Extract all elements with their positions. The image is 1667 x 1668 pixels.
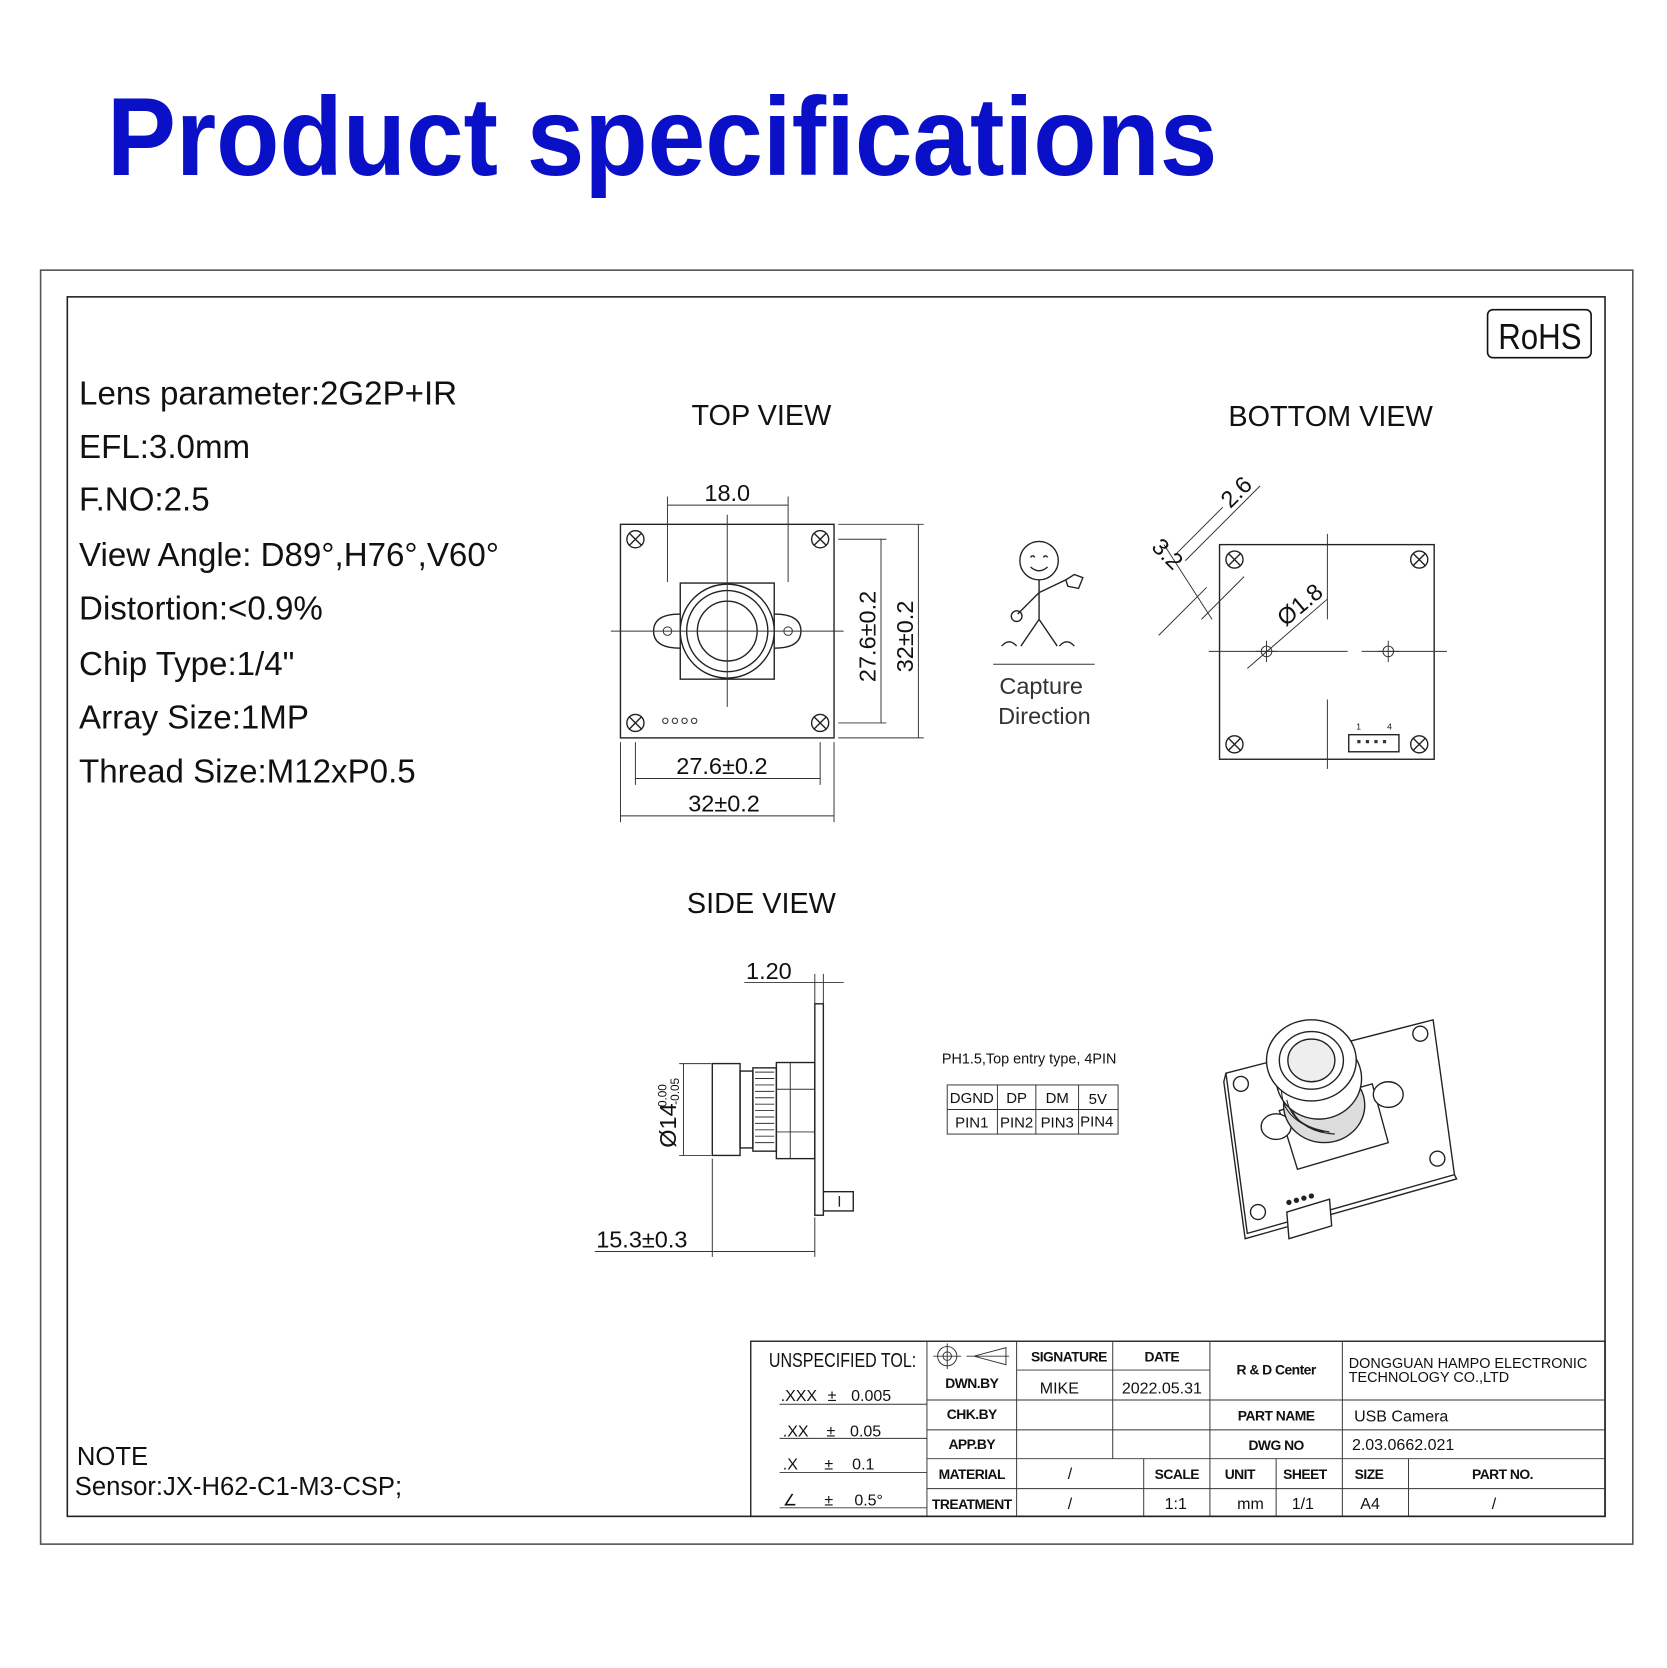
bottom-view-label: BOTTOM VIEW	[1228, 401, 1433, 433]
rohs-badge: RoHS	[1486, 308, 1592, 359]
tol-pm: ±	[824, 1456, 833, 1473]
scale-value: 1:1	[1165, 1496, 1187, 1513]
chk-by-label: CHK.BY	[947, 1406, 998, 1422]
outer-frame	[39, 269, 1634, 1545]
dim-pcb-thickness: 1.20	[746, 958, 792, 984]
unit-value: mm	[1237, 1496, 1264, 1513]
spec-item: Chip Type:1/4"	[79, 646, 294, 683]
dwg-no-label: DWG NO	[1248, 1437, 1304, 1453]
dim-lens-diameter: Ø14	[655, 1103, 681, 1147]
dim-outer-horizontal: 32±0.2	[688, 791, 760, 817]
treatment-label: TREATMENT	[932, 1496, 1013, 1512]
top-view: TOP VIEW 18.0 27.6±0.2 32±0.2 27.6±0.2 3…	[610, 400, 924, 823]
company-name-line-2: TECHNOLOGY CO.,LTD	[1349, 1370, 1509, 1386]
mounting-hole-icon	[626, 530, 830, 733]
part-name-label: PART NAME	[1238, 1407, 1315, 1423]
part-no-label: PART NO.	[1472, 1466, 1533, 1482]
dim-length: 15.3±0.3	[596, 1226, 687, 1252]
date-header: DATE	[1145, 1349, 1180, 1365]
tol-pm: ±	[828, 1388, 837, 1405]
tol-value: 0.05	[850, 1423, 881, 1440]
top-view-label: TOP VIEW	[691, 400, 832, 432]
rohs-label: RoHS	[1498, 316, 1581, 357]
dim-inner-horizontal: 27.6±0.2	[676, 753, 767, 779]
side-view: SIDE VIEW 1.20 Ø14 0.00 -0.05 15.3±0.3	[594, 888, 854, 1257]
dim-outer-vertical: 32±0.2	[892, 601, 918, 673]
side-view-label: SIDE VIEW	[687, 888, 837, 920]
tolerance-title: UNSPECIFIED TOL:	[769, 1350, 916, 1372]
bottom-view: BOTTOM VIEW Ø1.8 2.6 3.2 1 4	[1147, 401, 1447, 769]
size-value: A4	[1360, 1496, 1380, 1513]
tol-key: .XXX	[781, 1388, 818, 1405]
treatment-value: /	[1068, 1496, 1073, 1513]
pin1-marker: 1	[1356, 721, 1361, 731]
tol-key: .XX	[783, 1423, 809, 1440]
tol-value: 0.005	[851, 1388, 891, 1405]
scale-label: SCALE	[1155, 1466, 1200, 1482]
signal-cell: DM	[1046, 1090, 1069, 1107]
part-no-value: /	[1492, 1496, 1497, 1513]
connector-pinout: PH1.5,Top entry type, 4PIN DGND DP DM 5V…	[942, 1052, 1119, 1135]
unit-label: UNIT	[1225, 1466, 1256, 1482]
pin-cell: PIN1	[955, 1115, 988, 1132]
mounting-hole-icon	[1225, 550, 1429, 754]
tol-key: .X	[783, 1456, 798, 1473]
signal-cell: DP	[1006, 1090, 1027, 1107]
material-label: MATERIAL	[939, 1466, 1006, 1482]
spec-list: Lens parameter:2G2P+IR EFL:3.0mm F.NO:2.…	[79, 376, 499, 791]
drawn-by-name: MIKE	[1040, 1381, 1079, 1398]
spec-item: View Angle: D89°,H76°,V60°	[79, 537, 499, 574]
dim-18: 18.0	[704, 480, 750, 506]
signal-cell: 5V	[1089, 1091, 1107, 1108]
tol-upper: 0.00	[656, 1084, 669, 1107]
capture-direction: Capture Direction	[993, 540, 1095, 729]
spec-item: Lens parameter:2G2P+IR	[79, 376, 457, 413]
inner-frame	[66, 296, 1606, 1518]
note-text: Sensor:JX-H62-C1-M3-CSP;	[75, 1473, 402, 1501]
tol-pm: ±	[827, 1423, 836, 1440]
spec-item: F.NO:2.5	[79, 481, 210, 518]
capture-label-2: Direction	[998, 703, 1091, 729]
tol-lower: -0.05	[669, 1078, 682, 1105]
camera-3d-illustration	[1223, 1018, 1458, 1240]
title-block: UNSPECIFIED TOL: .XXX ± 0.005 .XX ± 0.05…	[750, 1340, 1606, 1518]
tol-key: ∠	[783, 1493, 797, 1510]
dwn-by-label: DWN.BY	[945, 1375, 999, 1391]
company-name-line-1: DONGGUAN HAMPO ELECTRONIC	[1349, 1356, 1588, 1372]
pin-cell: PIN2	[1000, 1115, 1033, 1132]
spec-item: Distortion:<0.9%	[79, 590, 323, 627]
pin-cell: PIN4	[1080, 1114, 1113, 1131]
note-title: NOTE	[77, 1443, 148, 1471]
app-by-label: APP.BY	[948, 1436, 996, 1452]
tol-value: 0.5°	[854, 1493, 883, 1510]
sheet-value: 1/1	[1292, 1496, 1314, 1513]
projection-symbol-icon	[933, 1343, 1010, 1369]
person-icon	[1001, 540, 1084, 647]
dwg-no-value: 2.03.0662.021	[1352, 1437, 1454, 1454]
tol-value: 0.1	[852, 1456, 874, 1473]
size-label: SIZE	[1355, 1466, 1384, 1482]
connector-footprint	[1348, 733, 1400, 753]
rd-center-label: R & D Center	[1237, 1361, 1317, 1377]
tol-pm: ±	[824, 1493, 833, 1510]
drawn-date: 2022.05.31	[1122, 1381, 1202, 1398]
signature-header: SIGNATURE	[1031, 1349, 1107, 1365]
sheet-label: SHEET	[1283, 1466, 1328, 1482]
connector-caption: PH1.5,Top entry type, 4PIN	[942, 1052, 1117, 1068]
spec-item: EFL:3.0mm	[79, 429, 250, 466]
material-value: /	[1068, 1466, 1073, 1483]
dim-3-2: 3.2	[1147, 533, 1188, 574]
part-name-value: USB Camera	[1354, 1408, 1448, 1425]
signal-cell: DGND	[950, 1090, 994, 1107]
spec-item: Array Size:1MP	[79, 699, 309, 736]
page-title: Product specifications	[107, 74, 1218, 199]
pin-cell: PIN3	[1041, 1115, 1074, 1132]
pin4-marker: 4	[1387, 721, 1392, 731]
dim-inner-vertical: 27.6±0.2	[855, 591, 881, 682]
dim-2-6: 2.6	[1216, 471, 1257, 512]
capture-label-1: Capture	[999, 673, 1083, 699]
spec-item: Thread Size:M12xP0.5	[79, 754, 416, 791]
